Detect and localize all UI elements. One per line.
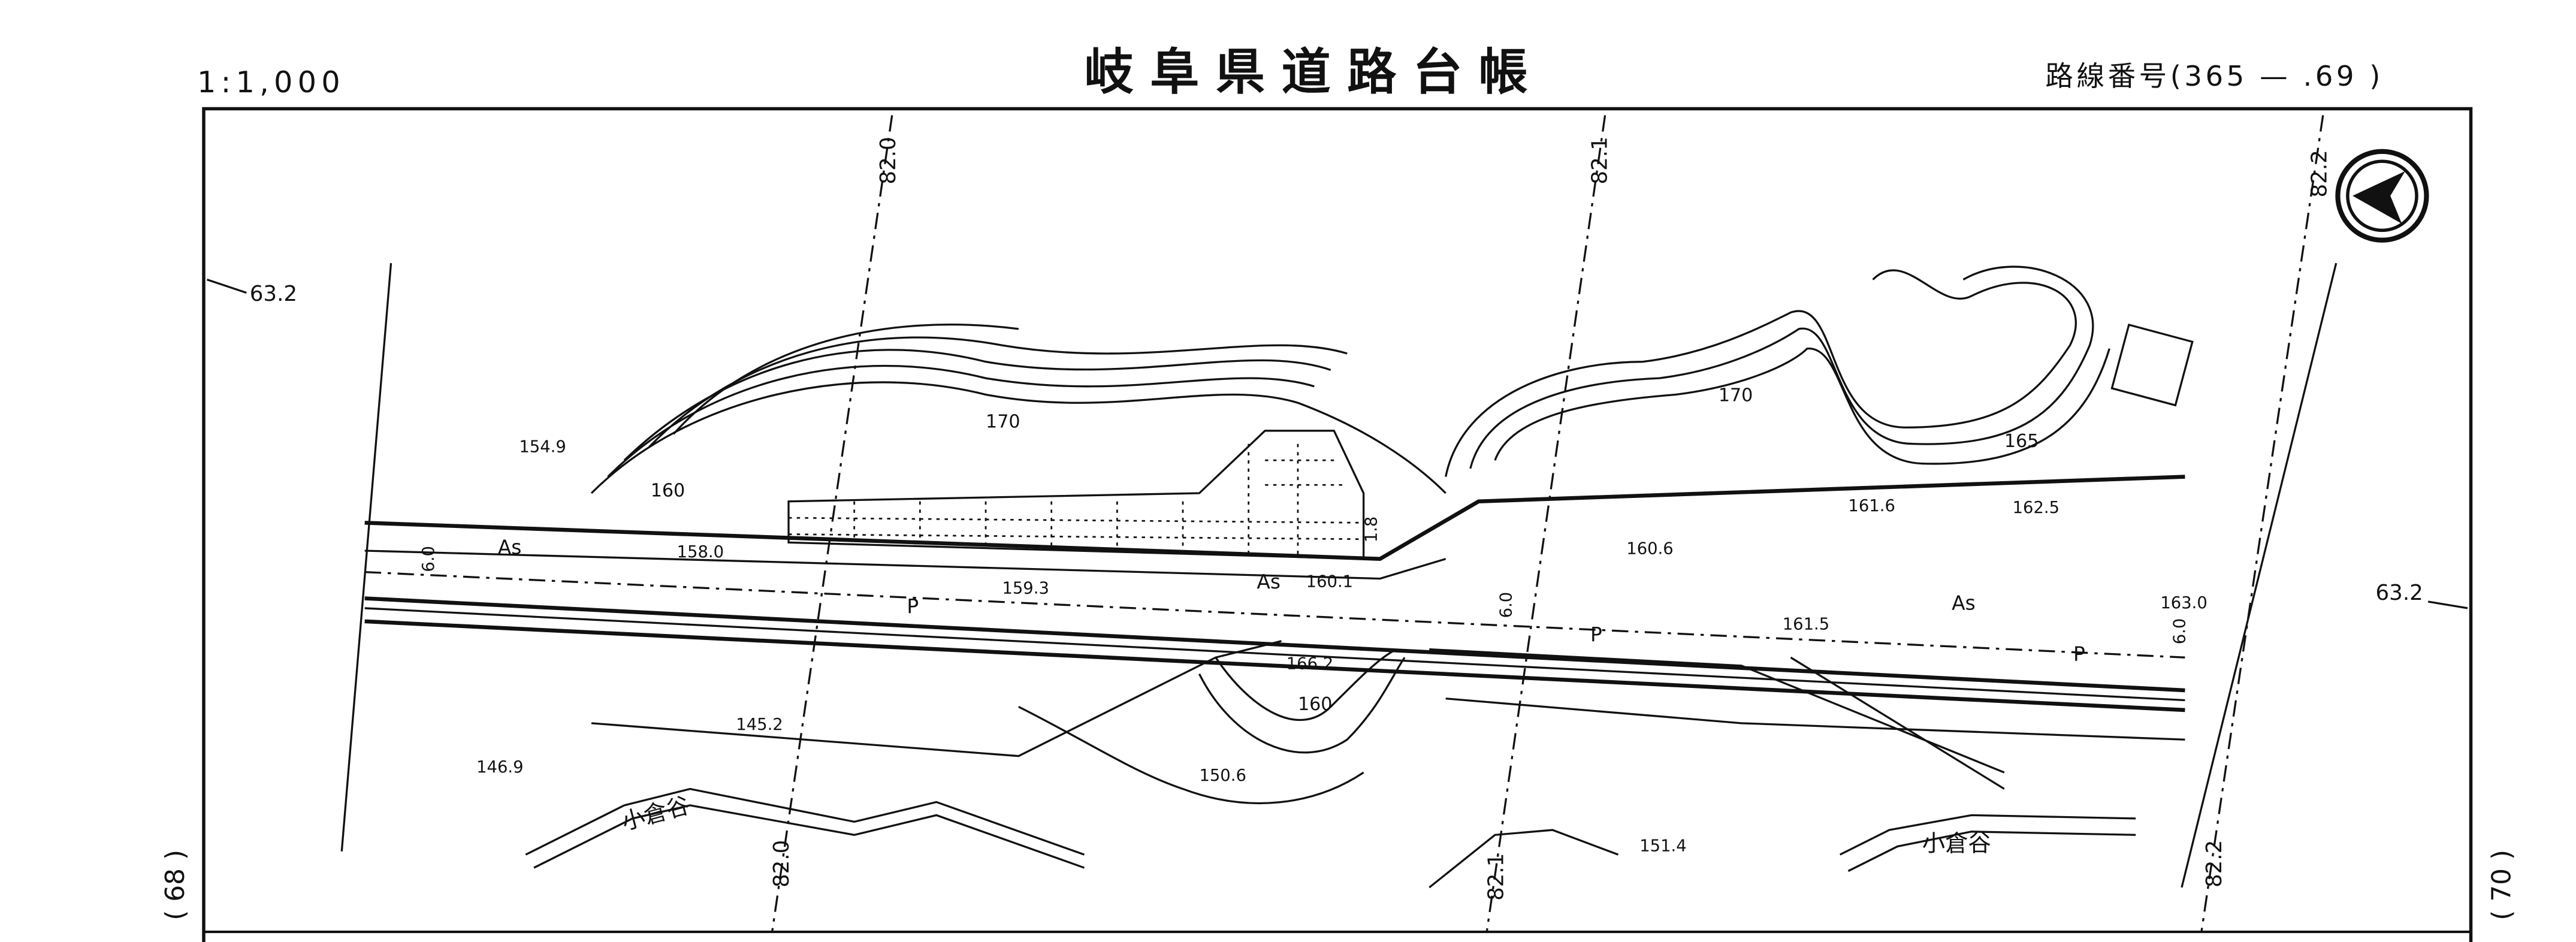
grid-label-bottom-1: 82.1	[1484, 853, 1509, 901]
route-number: 路線番号(365 — .69 )	[2045, 60, 2384, 92]
elevation-label: 154.9	[519, 437, 566, 456]
surface-label-asphalt: As	[1257, 570, 1281, 593]
map-title: 岐阜県道路台帳	[1085, 44, 1545, 101]
contour-label: 165	[2004, 431, 2039, 452]
elevation-label: 158.0	[677, 543, 724, 561]
map-frame	[202, 107, 2473, 942]
sheet-ref-left: ( 68 )	[160, 850, 191, 920]
grid-label-left: 63.2	[250, 282, 297, 306]
elevation-label: 150.6	[1199, 766, 1246, 785]
road-width-label: 1.8	[1363, 517, 1381, 543]
surface-label-asphalt: As	[1952, 591, 1976, 615]
surface-label-asphalt: As	[498, 535, 522, 558]
road-width-label: 6.0	[419, 546, 438, 572]
road	[364, 475, 2185, 790]
hatched-area	[787, 430, 1365, 560]
contour-label: 170	[986, 411, 1020, 432]
surface-label-pavement: P	[2073, 642, 2085, 666]
surface-label-pavement: P	[1590, 623, 1602, 646]
grid-label-bottom-0: 82.0	[769, 840, 794, 887]
grid-label-top-1: 82.1	[1587, 137, 1612, 184]
elevation-label: 163.0	[2160, 594, 2207, 612]
river-label: 小倉谷	[1922, 831, 1991, 858]
north-arrow-icon	[2335, 149, 2429, 243]
surface-label-pavement: P	[907, 594, 919, 618]
sheet-ref-right: ( 70 )	[2486, 850, 2517, 920]
elevation-label: 166.2	[1287, 654, 1333, 673]
river	[525, 787, 2136, 889]
road-width-label: 6.0	[2170, 618, 2189, 645]
elevation-label: 161.5	[1783, 615, 1829, 634]
road-width-label: 6.0	[1497, 592, 1515, 618]
scale-label: 1:1,000	[197, 65, 345, 99]
elevation-label: 151.4	[1639, 837, 1686, 856]
elevation-label: 159.3	[1002, 579, 1049, 597]
elevation-label: 161.6	[1848, 497, 1895, 515]
elevation-label: 160.6	[1626, 539, 1673, 558]
grid-label-right: 63.2	[2376, 581, 2423, 605]
elevation-label: 160.1	[1306, 572, 1353, 591]
contour-label: 170	[1719, 385, 1753, 406]
elevation-label: 146.9	[476, 758, 523, 777]
contour-label: 160	[651, 480, 685, 501]
grid-label-top-0: 82.0	[876, 137, 901, 184]
contour-label: 160	[1298, 694, 1333, 715]
elevation-label: 145.2	[736, 715, 783, 734]
contour-lines	[590, 265, 2110, 804]
elevation-label: 162.5	[2013, 499, 2059, 517]
grid-label-bottom-2: 82.2	[2202, 840, 2227, 887]
grid-label-top-2: 82.2	[2307, 150, 2332, 197]
